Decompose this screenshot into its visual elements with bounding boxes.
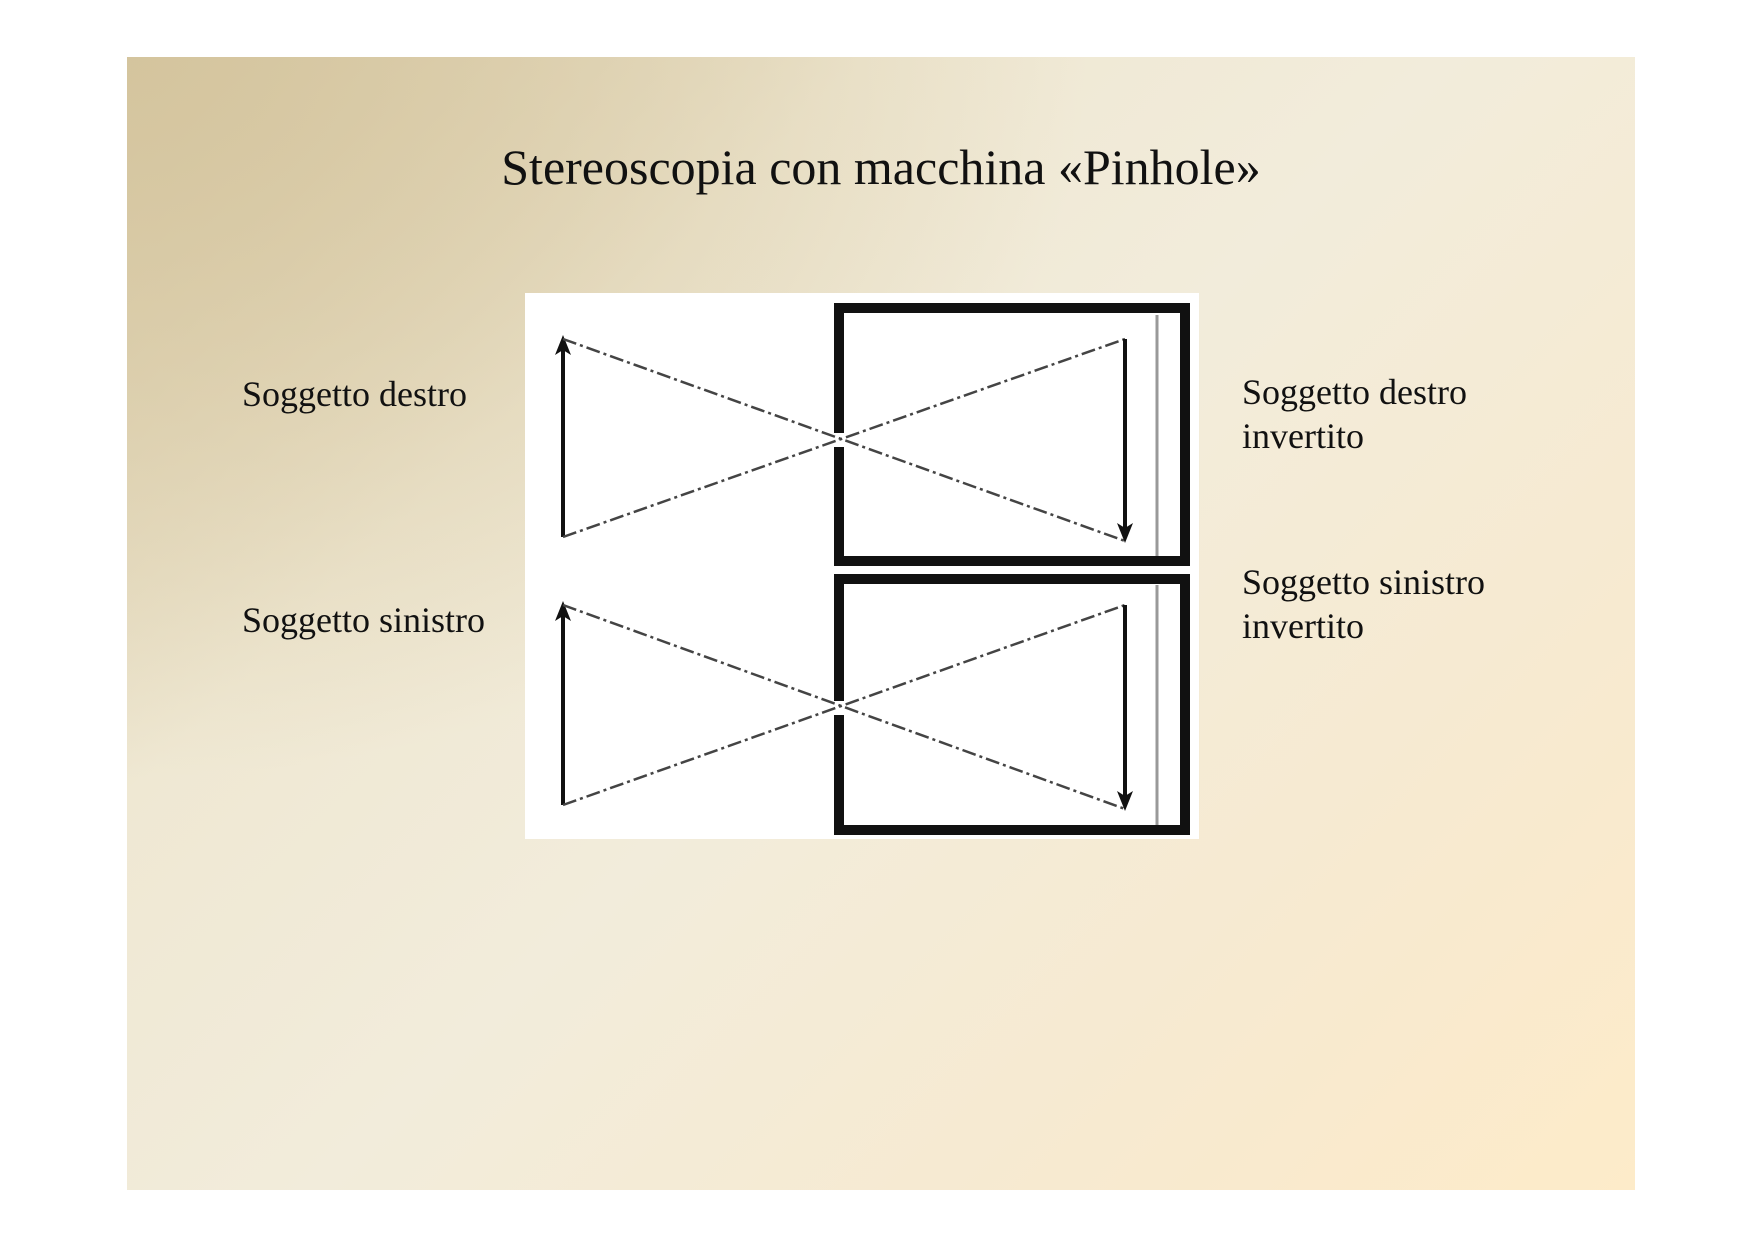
optical-path-top <box>555 335 1133 543</box>
pinhole-icon <box>833 701 847 715</box>
label-inverted-left: Soggetto sinistro invertito <box>1242 562 1486 646</box>
pinhole-diagram-svg <box>555 303 1190 835</box>
label-inverted-right: Soggetto destro invertito <box>1242 372 1467 456</box>
camera-box-top <box>833 303 1190 566</box>
camera-box-bottom <box>833 574 1190 835</box>
optical-path-bottom <box>555 601 1133 811</box>
pinhole-diagram <box>525 293 1199 839</box>
label-subject-left: Soggetto sinistro <box>242 600 486 640</box>
slide: Stereoscopia con macchina «Pinhole» Sogg… <box>127 57 1635 1190</box>
label-subject-right: Soggetto destro <box>242 374 467 414</box>
slide-title: Stereoscopia con macchina «Pinhole» <box>501 139 1261 195</box>
